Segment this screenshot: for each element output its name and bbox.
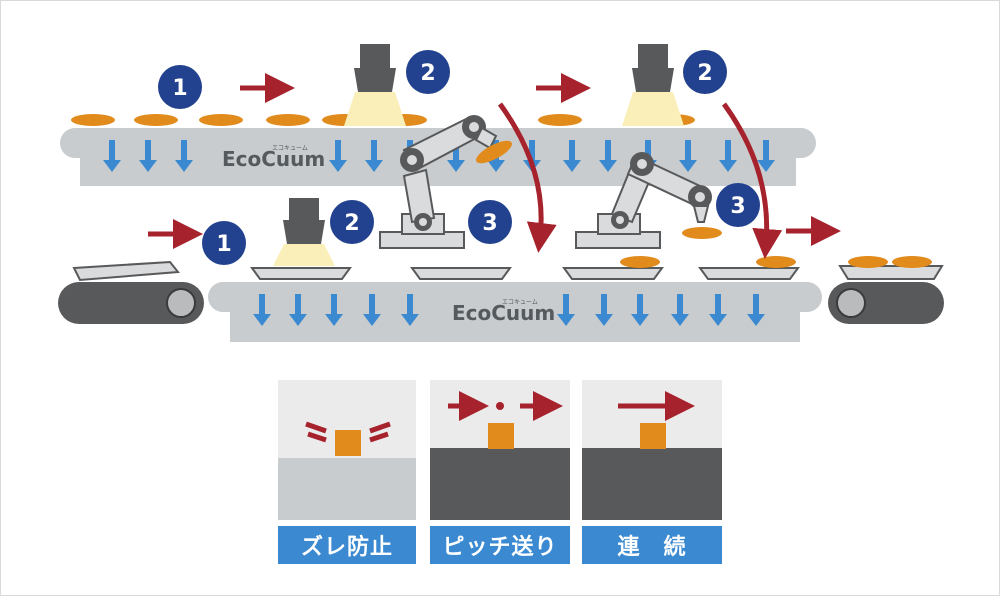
step-number: 1 <box>216 232 231 257</box>
camera-upper-1 <box>344 44 406 126</box>
brand-name: EcoCuum <box>452 301 555 325</box>
suction-arrow-icon <box>599 140 617 172</box>
brand-name: EcoCuum <box>222 147 325 171</box>
camera-lower <box>273 198 335 266</box>
suction-arrow-icon <box>747 294 765 326</box>
step-badge: 3 <box>716 183 760 227</box>
product-icon <box>620 256 660 268</box>
suction-arrow-icon <box>363 294 381 326</box>
brand-logo-upper: EcoCuum エコキューム <box>222 145 325 171</box>
step-number: 3 <box>730 194 745 219</box>
mode-label-anti-slip: ズレ防止 <box>278 526 416 564</box>
suction-arrow-icon <box>447 140 465 172</box>
tray-icon <box>410 267 512 280</box>
product-icon <box>199 114 243 126</box>
step-number: 2 <box>420 61 435 86</box>
mode-label-pitch-feed: ピッチ送り <box>430 526 570 564</box>
suction-arrow-icon <box>325 294 343 326</box>
suction-arrow-icon <box>595 294 613 326</box>
lower-conveyor-belt <box>208 282 822 312</box>
flow-arrows <box>148 73 841 259</box>
suction-arrow-icon <box>719 140 737 172</box>
tray-icon <box>250 267 352 280</box>
product-icon <box>848 256 888 268</box>
suction-arrow-icon <box>329 140 347 172</box>
product-icon <box>71 114 115 126</box>
step-badge: 2 <box>406 50 450 94</box>
camera-upper-2 <box>622 44 684 126</box>
step-badge: 1 <box>158 65 202 109</box>
tray-icon <box>72 260 180 282</box>
step-number: 1 <box>172 76 187 101</box>
product-icon <box>892 256 932 268</box>
suction-arrows-lower <box>253 294 765 326</box>
suction-arrow-icon <box>557 294 575 326</box>
suction-arrow-icon <box>139 140 157 172</box>
step-badge: 2 <box>683 50 727 94</box>
suction-arrow-icon <box>679 140 697 172</box>
roller-icon <box>166 288 196 318</box>
transfer-arrow-icon <box>721 102 783 259</box>
mode-panel-continuous <box>582 380 722 520</box>
suction-arrow-icon <box>401 294 419 326</box>
product-icon <box>335 430 361 456</box>
suction-arrow-icon <box>365 140 383 172</box>
tray-icon <box>698 267 800 280</box>
trays-lower <box>250 256 800 280</box>
mode-panel-pitch-feed <box>430 380 570 520</box>
lower-conveyor <box>208 282 822 342</box>
suction-arrow-icon <box>175 140 193 172</box>
tray-icon <box>562 267 664 280</box>
suction-arrow-icon <box>289 294 307 326</box>
product-icon <box>640 423 666 449</box>
dot-icon <box>496 402 504 410</box>
suction-arrow-icon <box>253 294 271 326</box>
transfer-arrow-icon <box>497 102 557 253</box>
product-icon <box>134 114 178 126</box>
light-cone <box>344 92 406 126</box>
brand-logo-lower: EcoCuum エコキューム <box>452 299 555 325</box>
step-badge: 1 <box>202 221 246 265</box>
product-icon <box>266 114 310 126</box>
step-badge: 3 <box>468 200 512 244</box>
brand-kana: エコキューム <box>272 145 308 152</box>
step-number: 2 <box>344 211 359 236</box>
suction-arrow-icon <box>563 140 581 172</box>
mode-label-continuous: 連 続 <box>582 526 722 564</box>
suction-arrow-icon <box>671 294 689 326</box>
suction-arrow-icon <box>757 140 775 172</box>
robot-arm-2 <box>575 152 722 249</box>
product-icon <box>476 140 512 164</box>
step-number: 2 <box>697 61 712 86</box>
brand-kana: エコキューム <box>502 299 538 306</box>
camera-icon <box>289 198 319 220</box>
step-badge: 2 <box>330 200 374 244</box>
product-icon <box>756 256 796 268</box>
product-icon <box>538 114 582 126</box>
product-icon <box>682 227 722 239</box>
infeed-conveyor <box>58 260 204 324</box>
outfeed-conveyor <box>828 256 944 324</box>
mode-panel-anti-slip <box>278 380 416 520</box>
suction-arrow-icon <box>631 294 649 326</box>
stop-marks-icon <box>305 421 391 443</box>
step-number: 3 <box>482 211 497 236</box>
tray-icon <box>838 265 944 280</box>
light-cone <box>273 244 335 266</box>
suction-arrow-icon <box>103 140 121 172</box>
suction-arrow-icon <box>523 140 541 172</box>
robot-arm-1 <box>379 115 512 249</box>
roller-icon <box>836 288 866 318</box>
suction-arrow-icon <box>709 294 727 326</box>
light-cone <box>622 92 684 126</box>
camera-icon <box>638 44 668 68</box>
camera-icon <box>360 44 390 68</box>
product-icon <box>488 423 514 449</box>
